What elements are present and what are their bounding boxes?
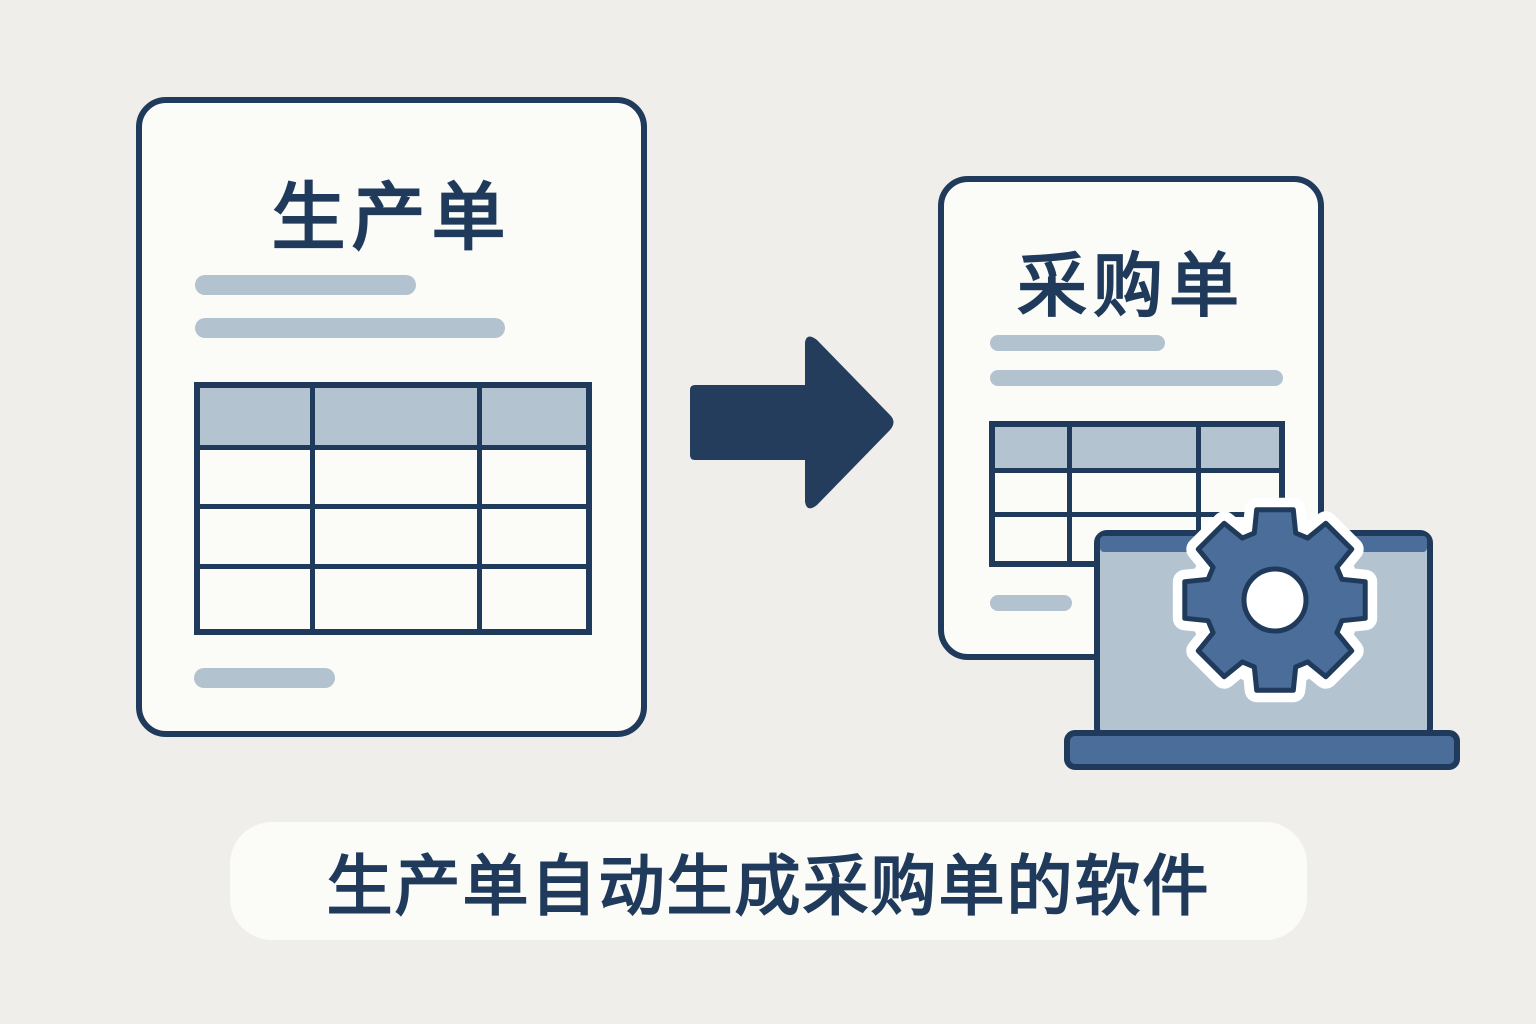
laptop-icon — [1064, 497, 1460, 770]
purchase-order-title: 采购单 — [1017, 245, 1245, 327]
text-line-placeholder — [990, 370, 1283, 386]
caption-text: 生产单自动生成采购单的软件 — [326, 848, 1211, 925]
production-order-table — [194, 382, 592, 635]
production-order-title: 生产单 — [271, 175, 512, 261]
text-line-placeholder — [990, 595, 1072, 611]
text-line-placeholder — [990, 335, 1165, 351]
text-line-placeholder — [195, 318, 505, 338]
text-line-placeholder — [194, 668, 335, 688]
gear-icon — [1172, 497, 1378, 703]
arrow-right-icon — [690, 336, 894, 509]
text-line-placeholder — [195, 275, 416, 295]
caption-banner: 生产单自动生成采购单的软件 — [230, 822, 1307, 940]
